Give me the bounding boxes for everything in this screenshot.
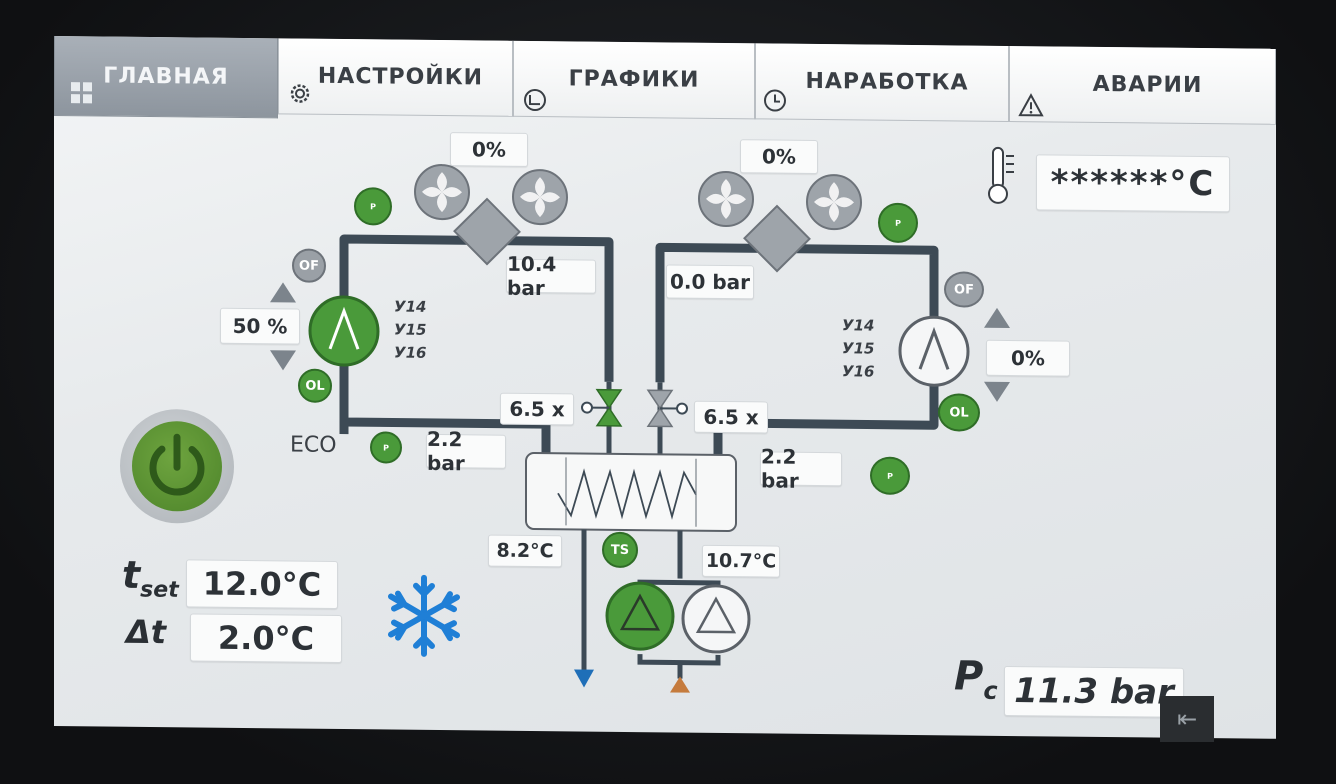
- pc-symbol: Pc: [954, 653, 998, 705]
- circuit1-return-pipe: [339, 378, 551, 458]
- evaporator: [525, 452, 737, 533]
- circuit2-suction-pressure: 2.2 bar: [760, 444, 842, 493]
- gear-icon: [287, 80, 313, 106]
- circuit1-low-pressure-switch: P: [370, 431, 402, 464]
- temperature-sensor-indicator: TS: [602, 531, 638, 569]
- circuit1-overflow-indicator: OF: [292, 248, 326, 283]
- circuit2-discharge-pressure: 0.0 bar: [666, 264, 754, 300]
- grid-icon: [69, 80, 95, 106]
- circuit2-valve-1: У14: [842, 316, 875, 335]
- tab-runtime[interactable]: НАРАБОТКА: [755, 43, 1009, 123]
- circuit2-valve-3: У16: [842, 362, 875, 381]
- circuit1-valve-opening: 6.5 x: [500, 392, 574, 426]
- circuit2-valve-list: У14 У15 У16: [842, 314, 874, 383]
- condensing-pressure-value: 11.3 bar: [1004, 665, 1184, 718]
- circuit2-increase-arrow: [984, 307, 1010, 329]
- tab-settings[interactable]: НАСТРОЙКИ: [278, 38, 513, 117]
- circuit1-fan-2: [512, 169, 568, 226]
- t-set-value[interactable]: 12.0°C: [186, 559, 338, 609]
- water-inlet-temperature: 10.7°C: [702, 544, 780, 578]
- circuit2-low-pressure-switch: P: [870, 456, 910, 495]
- circuit1-fan-1: [414, 164, 470, 221]
- circuit1-capacity[interactable]: 50 %: [220, 307, 300, 345]
- water-outlet-temperature: 8.2°C: [488, 534, 562, 568]
- tab-alarms[interactable]: АВАРИИ: [1009, 46, 1276, 125]
- circuit2-expansion-valve: [646, 389, 688, 428]
- circuit1-fan-percent: 0%: [450, 132, 528, 167]
- pump-1: [605, 581, 675, 651]
- circuit2-condenser: [743, 204, 811, 273]
- circuit1-increase-arrow: [270, 282, 296, 303]
- t-set-symbol: tset: [122, 552, 179, 603]
- thermometer-icon: [988, 146, 1014, 204]
- circuit2-high-pressure-switch: P: [878, 202, 918, 244]
- circuit1-valve-3: У16: [394, 343, 427, 362]
- power-button[interactable]: [120, 408, 234, 524]
- water-inlet-arrow: [670, 676, 690, 693]
- tab-bar: ГЛАВНАЯ НАСТРОЙКИ ГРАФИКИ НАРАБОТКА АВАР…: [54, 36, 1276, 131]
- circuit1-valve-1: У14: [394, 297, 427, 316]
- circuit1-high-pressure-switch: P: [354, 187, 392, 226]
- circuit2-overflow-indicator: OF: [944, 271, 984, 308]
- circuit1-discharge-pressure: 10.4 bar: [506, 252, 596, 300]
- circuit2-decrease-arrow: [984, 381, 1010, 402]
- chart-icon: [522, 87, 548, 113]
- refrigeration-schematic: [270, 146, 1014, 693]
- circuit2-valve-opening: 6.5 x: [694, 400, 768, 434]
- pump-2: [681, 584, 751, 654]
- back-button[interactable]: ⇤: [1160, 696, 1214, 742]
- snowflake-icon: [388, 574, 460, 657]
- circuit2-overload-indicator: OL: [938, 393, 980, 432]
- circuit1-decrease-arrow: [270, 350, 296, 371]
- circuit1-valve-list: У14 У15 У16: [394, 296, 426, 365]
- eco-mode-label: ECO: [290, 432, 337, 458]
- circuit1-expansion-valve: [581, 388, 623, 427]
- circuit2-fan-1: [698, 171, 754, 228]
- delta-t-symbol: Δt: [126, 612, 167, 652]
- circuit2-fan-2: [806, 174, 862, 231]
- delta-t-value[interactable]: 2.0°C: [190, 613, 342, 664]
- circuit2-compressor: [898, 315, 970, 387]
- circuit1-valve-2: У15: [394, 320, 427, 339]
- power-icon: [132, 420, 222, 512]
- circuit1-condenser: [453, 197, 521, 266]
- circuit2-fan-percent: 0%: [740, 139, 818, 175]
- clock-icon: [762, 87, 788, 113]
- warning-icon: [1018, 92, 1044, 118]
- circuit2-valve-2: У15: [842, 339, 875, 358]
- ambient-temperature: ******°C: [1036, 154, 1230, 213]
- tab-charts[interactable]: ГРАФИКИ: [513, 40, 755, 120]
- tab-main[interactable]: ГЛАВНАЯ: [54, 36, 278, 119]
- hmi-screen: ГЛАВНАЯ НАСТРОЙКИ ГРАФИКИ НАРАБОТКА АВАР…: [54, 36, 1276, 739]
- circuit1-compressor: [308, 295, 380, 367]
- circuit2-capacity[interactable]: 0%: [986, 339, 1070, 377]
- circuit1-suction-pressure: 2.2 bar: [426, 427, 506, 475]
- water-outlet-arrow: [574, 669, 594, 688]
- circuit1-overload-indicator: OL: [298, 368, 332, 403]
